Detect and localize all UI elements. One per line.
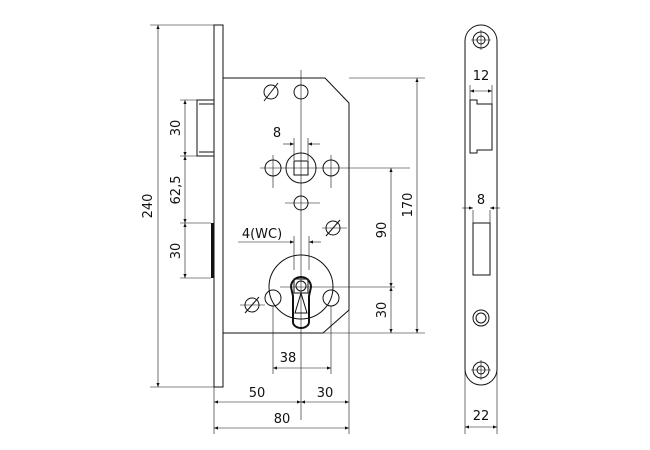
dim-faceplate-width: 22	[473, 409, 490, 424]
screw-hole-icon	[471, 360, 491, 380]
crossed-hole-icon	[263, 82, 279, 102]
faceplate-front	[464, 24, 498, 386]
deadbolt	[211, 223, 214, 278]
dim-faceplate-latch-width: 12	[473, 69, 490, 84]
dim-backset: 50	[249, 386, 266, 401]
dim-total-height: 240	[141, 194, 156, 219]
lock-side-view	[196, 24, 410, 420]
dim-bolt-height: 30	[169, 243, 184, 260]
dim-latch-to-bolt: 62,5	[169, 176, 184, 205]
dim-faceplate-bolt-width: 8	[477, 193, 485, 208]
dim-cylinder-to-bottom: 30	[375, 302, 390, 319]
dim-fixing-holes: 38	[280, 351, 297, 366]
dim-body-height: 170	[401, 193, 416, 218]
dim-latch-height: 30	[169, 120, 184, 137]
cylinder-cutout	[289, 276, 313, 329]
hole	[293, 84, 309, 100]
crossed-hole-icon	[240, 296, 265, 314]
dim-wc-offset: 4(WC)	[242, 227, 282, 242]
faceplate-front-view: 12 8 22	[462, 24, 500, 434]
dim-centre-distance: 90	[375, 222, 390, 239]
lock-body	[223, 77, 350, 334]
dim-spindle-square: 8	[273, 126, 281, 141]
hole	[264, 289, 282, 307]
dim-backset-to-back: 30	[317, 386, 334, 401]
latch	[196, 99, 215, 157]
faceplate	[213, 24, 224, 388]
crossed-hole-icon	[322, 219, 347, 237]
hole	[472, 309, 490, 327]
dim-body-depth: 80	[274, 412, 291, 427]
deadbolt-slot	[472, 222, 491, 276]
dimensions: 240 30 62,5 30 8 4(WC) 170 90 30 38 50 3…	[141, 24, 425, 434]
latch-slot	[469, 99, 493, 154]
screw-hole-icon	[471, 30, 491, 50]
